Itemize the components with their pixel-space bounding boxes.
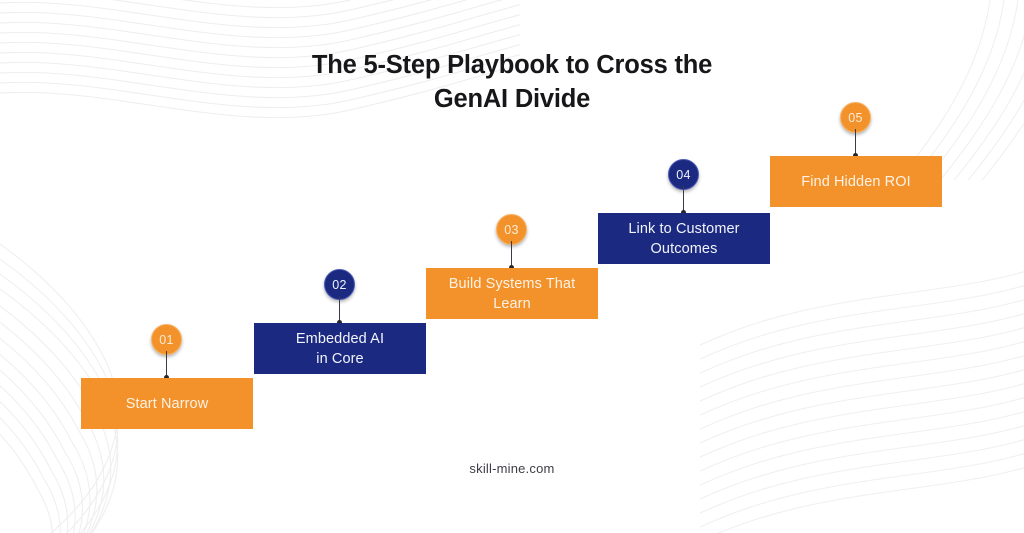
wave-decoration-bottom-right xyxy=(700,271,1024,533)
step-2-number-badge: 02 xyxy=(324,269,355,300)
step-3[interactable]: 03 Build Systems That Learn xyxy=(426,214,598,319)
step-4-label: Link to Customer Outcomes xyxy=(628,219,739,259)
step-3-block[interactable]: Build Systems That Learn xyxy=(426,268,598,319)
step-3-connector-line xyxy=(511,241,512,268)
step-2-label: Embedded AI in Core xyxy=(296,329,384,369)
step-5-connector-dot xyxy=(853,153,858,158)
step-4-label-line-2: Outcomes xyxy=(650,240,718,257)
step-2-label-line-2: in Core xyxy=(316,350,364,367)
page-title-line-2: GenAI Divide xyxy=(433,85,591,113)
step-1-connector-dot xyxy=(164,375,169,380)
step-1-connector-line xyxy=(166,351,167,378)
step-2-block[interactable]: Embedded AI in Core xyxy=(254,323,426,374)
step-5-block[interactable]: Find Hidden ROI xyxy=(770,156,942,207)
step-2-connector-dot xyxy=(337,320,342,325)
step-2-connector-line xyxy=(339,296,340,323)
step-3-label-line-1: Build Systems That xyxy=(448,275,576,292)
step-2-label-line-1: Embedded AI xyxy=(295,330,385,347)
step-3-label-line-2: Learn xyxy=(493,295,531,312)
page-title: The 5-Step Playbook to Cross the GenAI D… xyxy=(0,48,1024,116)
step-3-label: Build Systems That Learn xyxy=(449,274,575,314)
page-title-line-1: The 5-Step Playbook to Cross the xyxy=(311,51,713,79)
step-3-number-badge: 03 xyxy=(496,214,527,245)
step-5-label: Find Hidden ROI xyxy=(801,172,911,192)
step-3-connector-dot xyxy=(509,265,514,270)
step-4-block[interactable]: Link to Customer Outcomes xyxy=(598,213,770,264)
step-5[interactable]: 05 Find Hidden ROI xyxy=(770,102,942,207)
step-5-connector-line xyxy=(855,129,856,156)
step-4-connector-dot xyxy=(681,210,686,215)
step-4[interactable]: 04 Link to Customer Outcomes xyxy=(598,159,770,264)
step-4-number-badge: 04 xyxy=(668,159,699,190)
step-1-label: Start Narrow xyxy=(126,394,209,414)
step-2[interactable]: 02 Embedded AI in Core xyxy=(254,269,426,374)
step-5-number-badge: 05 xyxy=(840,102,871,133)
step-1[interactable]: 01 Start Narrow xyxy=(81,324,253,429)
step-1-label-line-1: Start Narrow xyxy=(125,395,209,412)
footer-website-url: skill-mine.com xyxy=(469,461,555,476)
step-5-label-line-1: Find Hidden ROI xyxy=(801,173,911,190)
step-4-connector-line xyxy=(683,186,684,213)
step-4-label-line-1: Link to Customer xyxy=(628,220,740,237)
step-1-block[interactable]: Start Narrow xyxy=(81,378,253,429)
